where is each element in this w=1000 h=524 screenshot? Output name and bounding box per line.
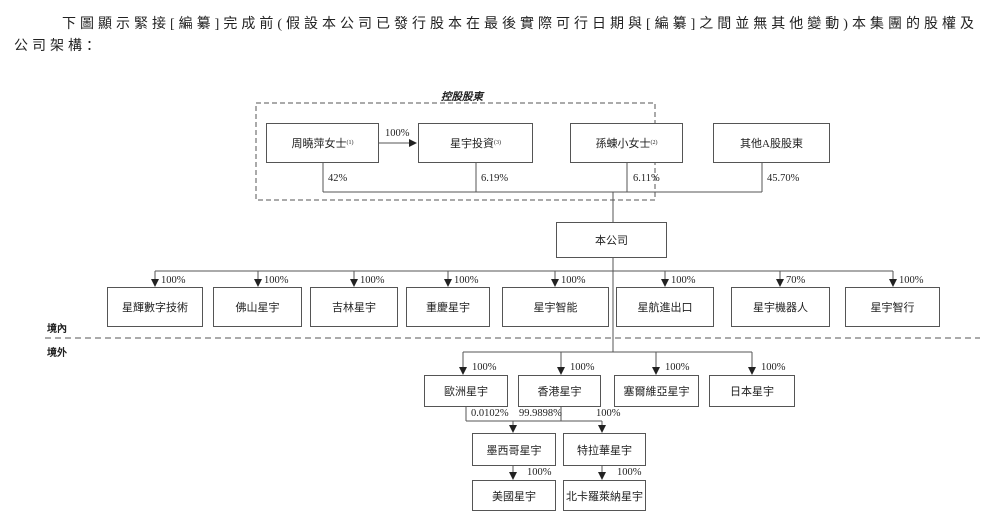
subsidiary-box: 佛山星宇 [213, 287, 302, 327]
shareholder-box-zhou: 周曉萍女士(1) [266, 123, 379, 163]
pct-label: 100% [385, 128, 410, 139]
shareholder-box-xingyu-investment: 星宇投資(3) [418, 123, 533, 163]
subsidiary-box: 美國星宇 [472, 480, 556, 511]
pct-label: 100% [761, 362, 786, 373]
overseas-label: 境外 [47, 348, 67, 359]
footnote-ref: (2) [650, 140, 658, 146]
pct-label: 100% [472, 362, 497, 373]
pct-label: 0.0102% [471, 408, 509, 419]
pct-label: 100% [899, 275, 924, 286]
subsidiary-box: 歐洲星宇 [424, 375, 508, 407]
shareholder-name: 其他A股股東 [740, 138, 803, 150]
subsidiary-box: 重慶星宇 [406, 287, 490, 327]
company-box: 本公司 [556, 222, 667, 258]
pct-label: 100% [570, 362, 595, 373]
subsidiary-box: 日本星宇 [709, 375, 795, 407]
subsidiary-box: 北卡羅萊納星宇 [563, 480, 646, 511]
shareholder-name: 孫蝀小女士 [595, 138, 651, 150]
pct-label: 100% [671, 275, 696, 286]
pct-label: 100% [617, 467, 642, 478]
pct-label: 6.11% [633, 173, 660, 184]
pct-label: 6.19% [481, 173, 509, 184]
pct-label: 100% [596, 408, 621, 419]
pct-label: 70% [786, 275, 806, 286]
pct-label: 100% [454, 275, 479, 286]
pct-label: 100% [665, 362, 690, 373]
subsidiary-box: 星宇智能 [502, 287, 609, 327]
pct-label: 100% [561, 275, 586, 286]
pct-label: 45.70% [767, 173, 800, 184]
subsidiary-box: 星輝數字技術 [107, 287, 203, 327]
subsidiary-box: 特拉華星宇 [563, 433, 646, 466]
intro-line-2: 公司架構： [14, 39, 104, 54]
pct-label: 99.9898% [519, 408, 562, 419]
subsidiary-box: 吉林星宇 [310, 287, 398, 327]
shareholder-name: 星宇投資 [450, 138, 494, 150]
subsidiary-box: 星航進出口 [616, 287, 714, 327]
subsidiary-box: 香港星宇 [518, 375, 601, 407]
subsidiary-box: 星宇機器人 [731, 287, 830, 327]
pct-label: 100% [527, 467, 552, 478]
pct-label: 100% [264, 275, 289, 286]
shareholder-box-sun: 孫蝀小女士(2) [570, 123, 683, 163]
footnote-ref: (3) [494, 140, 501, 146]
intro-line-1: 下圖顯示緊接[編纂]完成前(假設本公司已發行股本在最後實際可行日期與[編纂]之間… [62, 17, 978, 32]
pct-label: 100% [360, 275, 385, 286]
subsidiary-box: 塞爾維亞星宇 [614, 375, 699, 407]
footnote-ref: (1) [346, 140, 354, 146]
subsidiary-box: 星宇智行 [845, 287, 940, 327]
shareholder-box-other-a: 其他A股股東 [713, 123, 830, 163]
pct-label: 42% [328, 173, 348, 184]
controlling-group-label: 控股股東 [441, 92, 483, 103]
pct-label: 100% [161, 275, 186, 286]
domestic-label: 境內 [47, 324, 67, 335]
subsidiary-box: 墨西哥星宇 [472, 433, 556, 466]
shareholder-name: 周曉萍女士 [291, 138, 347, 150]
